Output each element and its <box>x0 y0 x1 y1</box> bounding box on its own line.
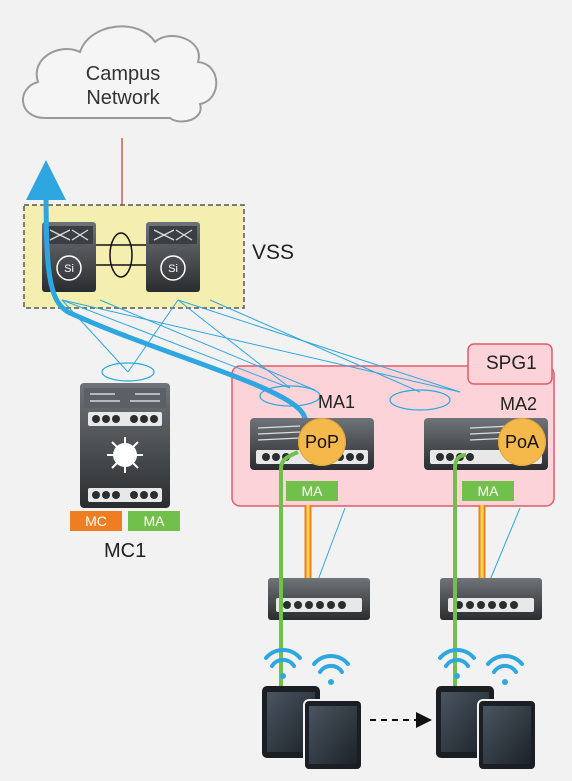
ma1-green-tunnel <box>279 450 299 705</box>
ma2-uplink-oval <box>389 389 451 411</box>
spg1-label: SPG1 <box>486 353 537 374</box>
vss-switch-right: Si <box>146 222 200 292</box>
wifi-icon-2 <box>312 653 350 685</box>
mc1-device <box>80 383 170 508</box>
wifi-icon-4 <box>486 653 524 685</box>
spg1-label-box <box>467 343 553 385</box>
ma1-uplink-oval <box>259 385 321 407</box>
mc1-uplink-oval <box>101 362 155 382</box>
svg-text:Si: Si <box>64 263 74 275</box>
ma2-green-tunnel <box>453 453 467 705</box>
tablet-2 <box>303 699 363 771</box>
pop-badge: PoP <box>298 418 346 466</box>
mc1-ma-tag: MA <box>128 511 180 531</box>
ma1-label: MA1 <box>318 392 356 412</box>
vss-label: VSS <box>252 241 295 264</box>
tablet-4 <box>477 699 537 771</box>
ma2-ma-tag: MA <box>462 481 514 501</box>
svg-text:Si: Si <box>168 263 178 275</box>
ma2-label: MA2 <box>500 394 538 414</box>
poa-badge: PoA <box>498 418 546 466</box>
spg1-region <box>231 365 555 507</box>
vss-switch-left: Si <box>42 222 96 292</box>
campus-network-cloud <box>21 25 218 123</box>
cloud-label: Campus Network <box>58 62 188 110</box>
vss-link <box>96 232 146 278</box>
cloud-label-line1: Campus <box>85 63 161 85</box>
mc1-mc-tag: MC <box>70 511 122 531</box>
wifi-icon-1 <box>264 647 302 679</box>
wifi-icon-3 <box>438 647 476 679</box>
mc1-label: MC1 <box>104 540 147 562</box>
access-switch-left <box>268 578 370 620</box>
cloud-label-line2: Network <box>86 87 160 109</box>
ma1-ma-tag: MA <box>286 481 338 501</box>
